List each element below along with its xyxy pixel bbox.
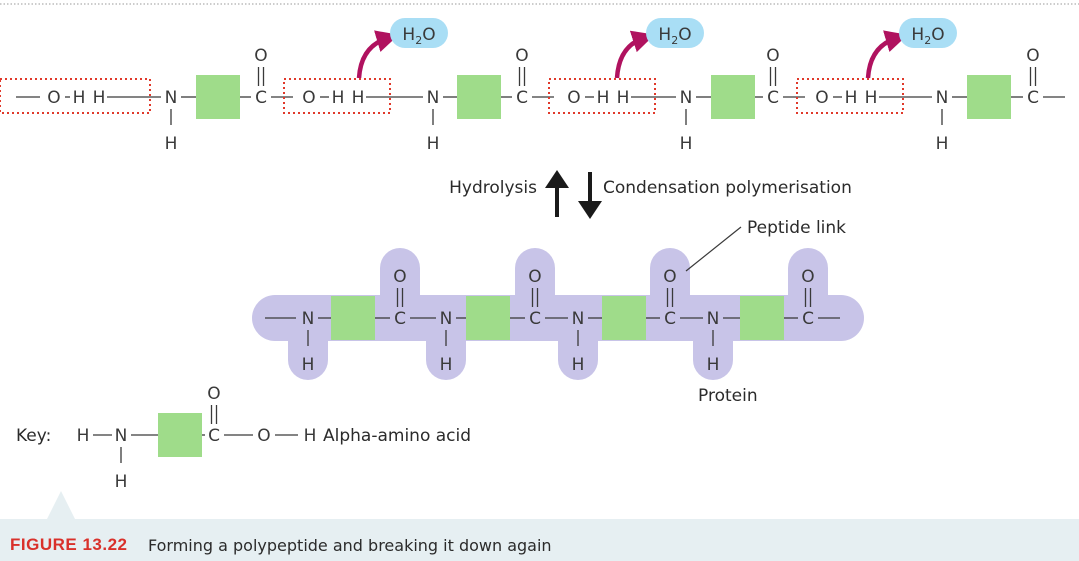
carbonyl-c: C: [1027, 88, 1039, 108]
carbonyl-c: C: [767, 88, 779, 108]
key-o: O: [207, 384, 220, 404]
amine-h-lower: H: [427, 134, 440, 154]
hydroxyl-h: H: [845, 88, 858, 108]
carbonyl-o: O: [663, 267, 676, 287]
carbonyl-c: C: [529, 309, 541, 329]
protein-chain: N H C O N H C O N H C O N H C O: [252, 248, 864, 380]
r-group-square: [967, 75, 1011, 119]
protein-shading: [380, 248, 420, 328]
figure-number: FIGURE 13.22: [10, 535, 128, 554]
amine-h: H: [617, 88, 630, 108]
atom-n: N: [165, 88, 178, 108]
figure-caption: Forming a polypeptide and breaking it do…: [148, 536, 552, 555]
carbonyl-o: O: [528, 267, 541, 287]
atom-n: N: [302, 309, 315, 329]
water-release-arrow: [356, 30, 399, 79]
water-bubble: [646, 18, 704, 48]
amine-h-lower: H: [680, 134, 693, 154]
r-group-square: [602, 296, 646, 340]
atom-n: N: [427, 88, 440, 108]
key-h-hydroxyl: H: [304, 426, 317, 446]
carbonyl-c: C: [255, 88, 267, 108]
hydroxyl-o: O: [47, 88, 60, 108]
protein-shading: [650, 248, 690, 328]
carbonyl-o: O: [515, 46, 528, 66]
carbonyl-c: C: [664, 309, 676, 329]
r-group-square: [466, 296, 510, 340]
atom-n: N: [440, 309, 453, 329]
caption-bar: [0, 519, 1079, 561]
carbonyl-c: C: [802, 309, 814, 329]
protein-shading: [515, 248, 555, 328]
carbonyl-o: O: [801, 267, 814, 287]
water-label: H2O: [658, 25, 691, 47]
r-group-square: [196, 75, 240, 119]
protein-label: Protein: [698, 386, 758, 406]
key-prefix: Key:: [16, 426, 51, 446]
hydroxyl-h: H: [332, 88, 345, 108]
hydroxyl-o: O: [567, 88, 580, 108]
key-name: Alpha-amino acid: [323, 426, 471, 446]
protein-shading: [788, 248, 828, 328]
condensation-label: Condensation polymerisation: [603, 178, 852, 198]
amine-h-lower: H: [165, 134, 178, 154]
hydroxyl-h: H: [597, 88, 610, 108]
amine-h-lower: H: [936, 134, 949, 154]
r-group-square: [711, 75, 755, 119]
key-c: C: [208, 426, 220, 446]
key-n: N: [115, 426, 128, 446]
atom-n: N: [572, 309, 585, 329]
peptide-link-label: Peptide link: [747, 218, 846, 238]
amine-h: H: [352, 88, 365, 108]
amine-h: H: [440, 355, 453, 375]
down-arrow-icon: [578, 201, 602, 219]
key-o-hydroxyl: O: [257, 426, 270, 446]
key-amino-acid: H N H C O O H: [77, 384, 317, 492]
water-release-arrow: [865, 30, 908, 79]
amine-h: H: [865, 88, 878, 108]
amine-h: H: [572, 355, 585, 375]
peptide-link-pointer: [685, 226, 742, 272]
reaction-arrows: Hydrolysis Condensation polymerisation: [449, 170, 852, 219]
hydrolysis-label: Hydrolysis: [449, 178, 537, 198]
water-release-arrow: [614, 30, 655, 79]
atom-n: N: [680, 88, 693, 108]
hydroxyl-o: O: [302, 88, 315, 108]
atom-n: N: [936, 88, 949, 108]
water-bubble: [899, 18, 957, 48]
carbonyl-o: O: [393, 267, 406, 287]
removed-water-box: [0, 78, 151, 114]
water-bubble: [390, 18, 448, 48]
amine-h: H: [707, 355, 720, 375]
hydroxyl-o: O: [815, 88, 828, 108]
r-group-square: [158, 413, 202, 457]
carbonyl-o: O: [254, 46, 267, 66]
carbonyl-c: C: [394, 309, 406, 329]
hydroxyl-h: H: [73, 88, 86, 108]
r-group-square: [457, 75, 501, 119]
amine-h: H: [302, 355, 315, 375]
carbonyl-c: C: [516, 88, 528, 108]
up-arrow-icon: [545, 170, 569, 188]
water-label: H2O: [402, 25, 435, 47]
carbonyl-o: O: [1026, 46, 1039, 66]
water-label: H2O: [911, 25, 944, 47]
r-group-square: [331, 296, 375, 340]
carbonyl-o: O: [766, 46, 779, 66]
r-group-square: [740, 296, 784, 340]
key-h-lower: H: [115, 472, 128, 492]
amine-h: H: [93, 88, 106, 108]
caption-notch: [47, 491, 75, 519]
key-h: H: [77, 426, 90, 446]
atom-n: N: [707, 309, 720, 329]
